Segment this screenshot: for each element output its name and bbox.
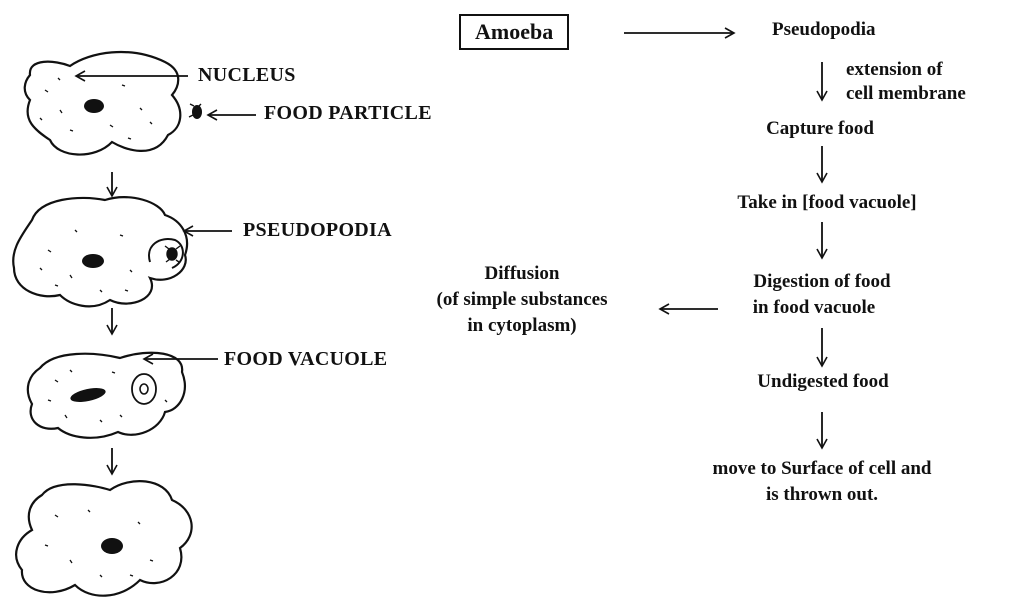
label-nucleus: NUCLEUS (198, 64, 296, 86)
flow-pseudopodia: Pseudopodia (772, 19, 876, 40)
nucleus-4 (101, 538, 123, 554)
label-food-particle: FOOD PARTICLE (264, 102, 432, 124)
flow-digestion-line1: Digestion of food (753, 271, 891, 292)
flow-undigested: Undigested food (757, 371, 889, 392)
flow-thrown-line2: is thrown out. (765, 484, 879, 505)
flow-take-in: Take in [food vacuole] (737, 192, 917, 213)
food-particle (188, 103, 202, 119)
title-box: Amoeba (459, 14, 570, 51)
food-vacuole-ring (131, 373, 157, 405)
flow-thrown-line1: move to Surface of cell and (712, 458, 932, 479)
flow-diffusion-line3: in cytoplasm) (467, 315, 577, 336)
flow-diffusion-line2: (of simple substances (436, 289, 608, 310)
amoeba-stage-3 (26, 351, 186, 439)
nucleus-2 (82, 254, 104, 268)
label-food-vacuole: FOOD VACUOLE (224, 348, 388, 370)
amoeba-stage-4 (15, 480, 193, 597)
amoeba-stage-2 (12, 196, 189, 308)
flow-capture: Capture food (766, 118, 874, 139)
flow-extension-line1: extension of (846, 59, 943, 80)
label-pseudopodia: PSEUDOPODIA (243, 219, 392, 241)
amoeba-stage-1 (23, 50, 202, 156)
nucleus-3 (70, 388, 106, 402)
flow-diffusion-line1: Diffusion (484, 263, 560, 284)
flow-digestion-line2: in food vacuole (752, 297, 876, 318)
flow-extension-line2: cell membrane (846, 83, 966, 104)
nucleus-1 (84, 99, 104, 113)
